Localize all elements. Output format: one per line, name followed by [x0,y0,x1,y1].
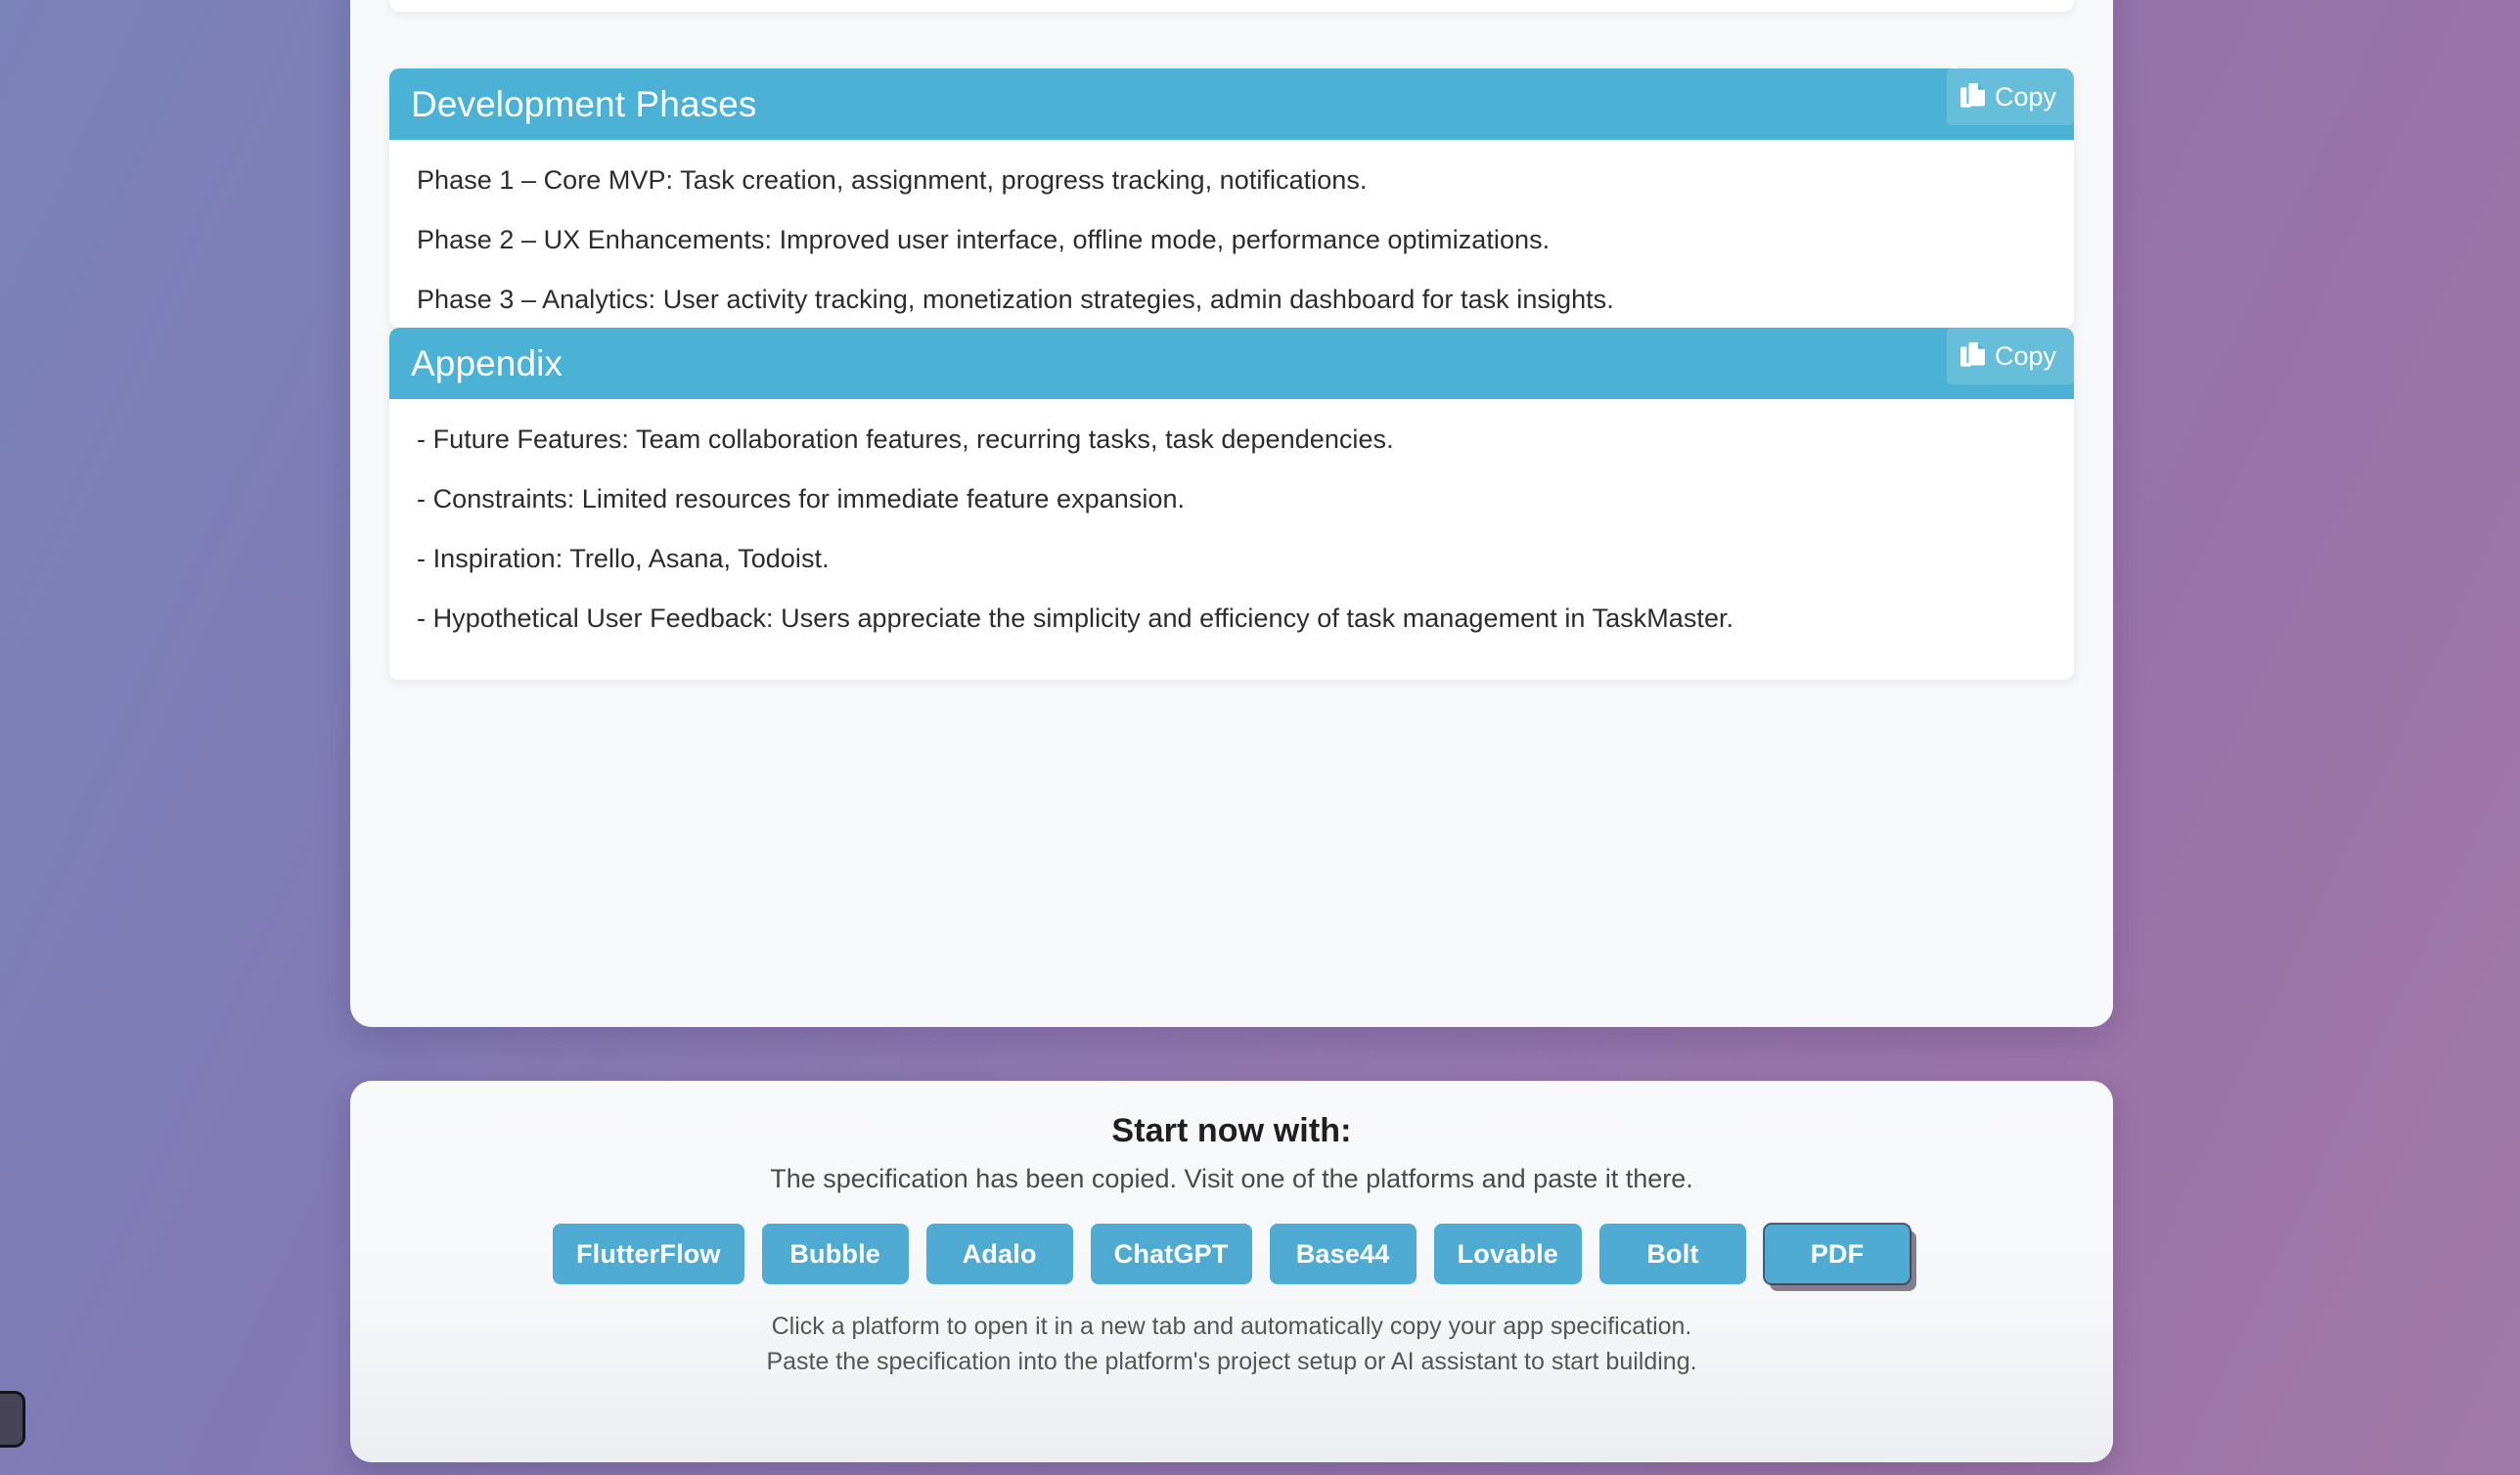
phase-line: Phase 1 – Core MVP: Task creation, assig… [417,165,1368,195]
section-body-appendix: - Future Features: Team collaboration fe… [389,399,2074,655]
start-now-title: Start now with: [1111,1112,1352,1149]
platform-button-bolt[interactable]: Bolt [1599,1224,1747,1284]
phase-line: Phase 2 – UX Enhancements: Improved user… [417,225,1551,255]
copy-button-label: Copy [1994,340,2056,371]
platform-button-flutterflow[interactable]: FlutterFlow [552,1224,744,1284]
copy-button-development-phases[interactable]: Copy [1946,68,2074,125]
page-title: Development Phases [411,84,757,124]
platform-hint-line-2: Paste the specification into the platfor… [766,1347,1697,1375]
appendix-line: - Constraints: Limited resources for imm… [417,484,1186,514]
corner-floating-widget[interactable] [0,1391,25,1448]
appendix-line: - Future Features: Team collaboration fe… [417,425,1394,454]
appendix-line: - Hypothetical User Feedback: Users appr… [417,603,1734,634]
section-body-development-phases: Phase 1 – Core MVP: Task creation, assig… [389,140,2074,328]
platform-button-row: FlutterFlow Bubble Adalo ChatGPT Base44 … [350,1223,2113,1285]
platform-hint-line-1: Click a platform to open it in a new tab… [771,1313,1692,1340]
section-card-development-phases: Development Phases Copy Phase 1 – Core M… [389,68,2074,328]
platform-button-chatgpt[interactable]: ChatGPT [1090,1224,1252,1284]
section-title-appendix: Appendix [411,343,563,383]
appendix-line: - Inspiration: Trello, Asana, Todoist. [417,544,830,574]
platform-button-pdf[interactable]: PDF [1763,1223,1912,1285]
copy-button-label: Copy [1994,81,2056,112]
platform-button-bubble[interactable]: Bubble [761,1224,909,1284]
previous-section-card-partial [389,0,2074,12]
phase-line: Phase 3 – Analytics: User activity track… [417,285,1614,315]
copy-icon [1960,83,1985,108]
section-header-development-phases: Development Phases Copy [389,68,2074,140]
section-card-appendix: Appendix Copy - Future Features: Team co… [389,328,2074,680]
section-header-appendix: Appendix Copy [389,328,2074,399]
copy-button-appendix[interactable]: Copy [1946,328,2074,384]
copied-status-text: The specification has been copied. Visit… [770,1164,1693,1193]
start-now-panel: Start now with: The specification has be… [350,1081,2113,1462]
platform-button-base44[interactable]: Base44 [1269,1224,1417,1284]
platform-button-lovable[interactable]: Lovable [1433,1224,1583,1284]
platform-button-adalo[interactable]: Adalo [925,1224,1073,1284]
specification-scroll-container[interactable]: Development Phases Copy Phase 1 – Core M… [350,0,2113,1027]
copy-icon [1960,342,1985,367]
